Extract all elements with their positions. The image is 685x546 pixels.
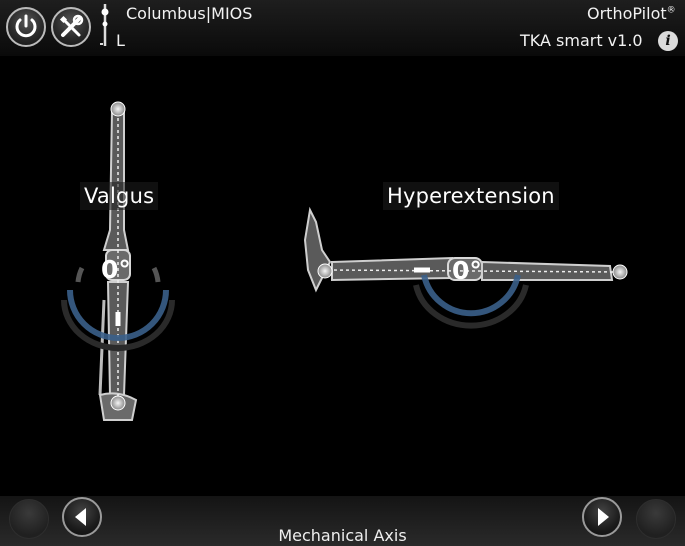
info-icon: i [665,33,671,49]
leg-side-marker [98,2,112,52]
forward-button[interactable] [582,497,622,537]
hyperextension-angle-value: 0° [452,256,482,285]
back-button[interactable] [62,497,102,537]
brand-registered-mark: ® [666,5,676,16]
step-title: Mechanical Axis [278,526,407,545]
leg-bone-icon [100,4,109,46]
bottom-bar [0,496,685,546]
power-icon [15,14,37,38]
right-arrow-icon [598,508,609,526]
tools-button[interactable] [51,7,91,47]
power-button[interactable] [6,7,46,47]
sagittal-angle-arcs [413,274,529,329]
bottom-right-placeholder-button [636,499,676,539]
valgus-angle-value: 0° [101,255,131,284]
brand-name: OrthoPilot® [587,4,676,23]
frontal-leg-bones [98,101,138,421]
frontal-angle-arcs [61,266,175,351]
patient-system-label: Columbus|MIOS [126,4,253,23]
side-indicator: L [116,31,125,50]
software-version: TKA smart v1.0 [520,31,643,50]
info-button[interactable]: i [658,31,678,51]
hyperextension-label: Hyperextension [383,182,559,210]
top-bar [0,0,685,56]
sagittal-leg-bones [303,206,628,293]
wrench-screwdriver-icon [59,14,84,37]
valgus-label: Valgus [80,182,159,210]
left-arrow-icon [75,508,86,526]
bottom-left-placeholder-button [9,499,49,539]
brand-text: OrthoPilot [587,4,667,23]
